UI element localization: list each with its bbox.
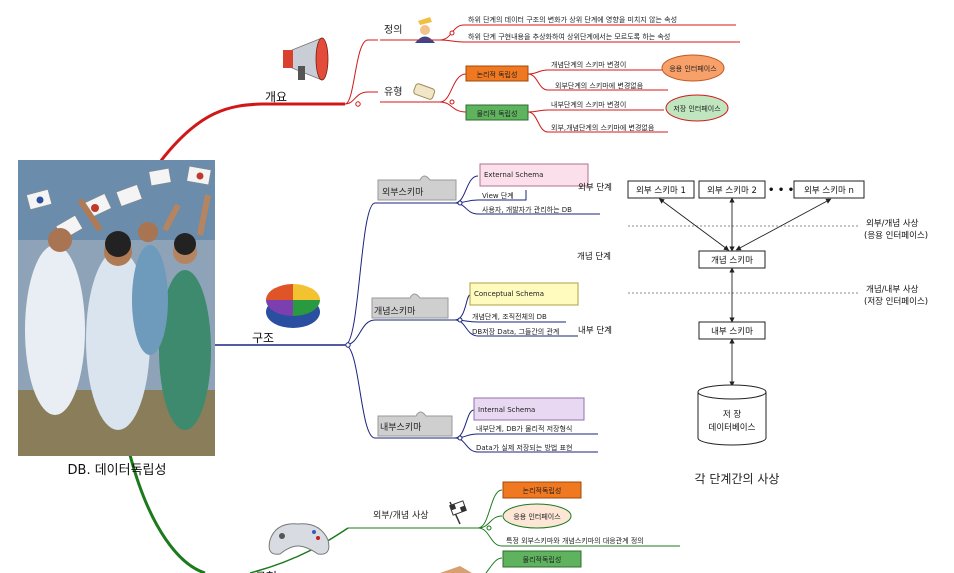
level-conceptual-label: 개념 단계 (577, 251, 611, 262)
conceptual-item-2: DB저장 Data, 그들간의 관계 (472, 327, 559, 336)
central-image[interactable] (18, 160, 215, 456)
external-item-2: 사용자, 개발자가 관리하는 DB (482, 205, 572, 214)
ext-concept-sub-lines (348, 489, 680, 547)
megaphone-icon (283, 37, 329, 81)
feature-logical-box[interactable] (502, 481, 582, 499)
feature-bubble[interactable] (502, 503, 572, 529)
external-schema-n-text: 외부 스키마 n (804, 185, 854, 196)
physical-independence-label: 물리적 독립성 (477, 109, 518, 118)
feature-logical-box-label: 논리적독립성 (523, 486, 562, 495)
internal-schema-box-label: Internal Schema (478, 406, 535, 414)
overview-definition-label[interactable]: 정의 (384, 24, 402, 36)
logical-bubble[interactable] (661, 54, 725, 82)
internal-schema-box[interactable] (473, 397, 585, 421)
external-schema-label[interactable]: 외부스키마 (382, 186, 424, 198)
central-title: DB. 데이터독립성 (68, 463, 167, 478)
structure-split (344, 202, 455, 439)
external-schema-box[interactable] (479, 163, 589, 187)
diagram-caption: 각 단계간의 사상 (695, 472, 780, 486)
puzzle-piece-icon (371, 175, 457, 437)
external-schema-box-label: External Schema (484, 171, 543, 179)
logical-independence-label: 논리적 독립성 (477, 70, 518, 79)
checkered-flag-icon (449, 500, 467, 525)
feature-item-1: 특정 외부스키마와 개념스키마의 대응관계 정의 (506, 536, 644, 545)
mapping-con-int-line2: (저장 인터페이스) (864, 296, 928, 307)
external-schema-n-box[interactable] (793, 180, 865, 199)
logical-bubble-label: 응용 인터페이스 (669, 64, 717, 73)
feature-bubble-label: 응용 인터페이스 (513, 512, 561, 521)
person-icon (415, 17, 435, 43)
branch-feature-label[interactable]: 구현 (255, 570, 277, 573)
branch-feature-line (128, 454, 206, 573)
branch-structure-label[interactable]: 구조 (252, 331, 274, 345)
external-schema-1-text: 외부 스키마 1 (636, 185, 686, 196)
logical-item-1: 개념단계의 스키마 변경이 (551, 60, 626, 69)
physical-item-1: 내부단계의 스키마 변경이 (551, 100, 626, 109)
physical-bubble-label: 저장 인터페이스 (673, 104, 721, 113)
conceptual-schema-box-label: Conceptual Schema (474, 290, 544, 298)
mapping-con-int-line1: 개념/내부 사상 (866, 284, 919, 295)
definition-item-2: 하위 단계 구현내용을 추상화하여 상위단계에서는 모르도록 하는 속성 (468, 32, 670, 41)
external-schema-2-text: 외부 스키마 2 (707, 185, 757, 196)
ext-concept-mapping-label[interactable]: 외부/개념 사상 (373, 509, 429, 521)
external-item-1: View 단계 (482, 191, 514, 200)
feature-physical-box-label: 물리적독립성 (523, 555, 562, 564)
level-internal-label: 내부 단계 (578, 325, 612, 336)
physical-item-2: 외부,개념단계의 스키마에 변경없음 (551, 123, 655, 132)
pie-chart-icon (266, 284, 320, 328)
logical-sub-lines (527, 69, 668, 91)
ellipsis-text: • • • • (768, 185, 804, 196)
mapping-ext-con-line2: (응용 인터페이스) (864, 230, 928, 241)
definition-item-1: 하위 단계의 데이터 구조의 변화가 상위 단계에 영향을 미치지 않는 속성 (468, 15, 677, 24)
db-label-line2: 데이터베이스 (709, 422, 756, 433)
internal-item-2: Data가 실제 저장되는 방법 표현 (476, 443, 572, 452)
internal-schema-label[interactable]: 내부스키마 (380, 422, 422, 433)
physical-sub-lines (527, 109, 668, 133)
physical-bubble[interactable] (665, 94, 729, 122)
conceptual-schema-diagram-text: 개념 스키마 (711, 255, 753, 266)
external-schema-1-box[interactable] (627, 180, 695, 199)
mapping-ext-con-line1: 외부/개념 사상 (866, 218, 919, 229)
internal-item-1: 내부단계, DB가 물리적 저장형식 (476, 424, 572, 433)
gamepad-icon (268, 523, 330, 555)
feature-physical-box[interactable] (502, 550, 582, 568)
scroll-icon (413, 83, 436, 100)
overview-types-label[interactable]: 유형 (384, 86, 402, 98)
branch-overview-line (158, 102, 345, 163)
conceptual-schema-label[interactable]: 개념스키마 (374, 306, 416, 317)
logical-item-2: 외부단계의 스키마에 변경없음 (555, 81, 644, 90)
internal-schema-diagram-text: 내부 스키마 (711, 327, 753, 337)
conceptual-schema-box[interactable] (469, 282, 579, 306)
database-cylinder[interactable] (697, 384, 767, 446)
levels-diagram: 외부 단계 개념 단계 내부 단계 외부 스키마 1 외부 스키마 2 • • … (577, 180, 928, 486)
overview-split (344, 39, 378, 105)
conceptual-item-1: 개념단계, 조직전체의 DB (472, 312, 547, 321)
types-branch (380, 73, 467, 113)
level-external-label: 외부 단계 (578, 182, 612, 193)
db-label-line1: 저 장 (723, 409, 742, 420)
branch-overview-label[interactable]: 개요 (265, 90, 287, 104)
